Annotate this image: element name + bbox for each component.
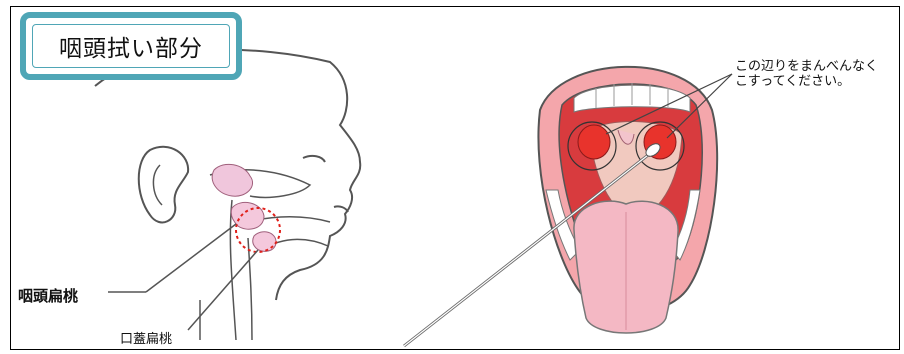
title-box: 咽頭拭い部分 [20,12,242,80]
palatine-tonsil-label: 口蓋扁桃 [120,328,172,347]
pharynx-front-wall [248,238,252,340]
title-box-inner: 咽頭拭い部分 [32,24,230,68]
instruction-text: この辺りをまんべんなく こすってください。 [735,59,878,89]
palatine-tonsil-shape [253,232,276,252]
eye-outline [303,156,325,162]
mouth-illustration [538,67,717,333]
instruction-line-2: こすってください。 [735,74,878,89]
tonsil-shapes [212,164,276,251]
leader-lines [108,224,258,330]
ear-outline [139,147,188,223]
nostril-line [334,206,348,212]
left-tonsil [578,125,610,159]
instruction-line-1: この辺りをまんべんなく [735,59,878,74]
pharyngeal-tonsil-label: 咽頭扁桃 [18,285,78,306]
page-title: 咽頭拭い部分 [59,29,203,63]
ear-inner [153,165,162,205]
